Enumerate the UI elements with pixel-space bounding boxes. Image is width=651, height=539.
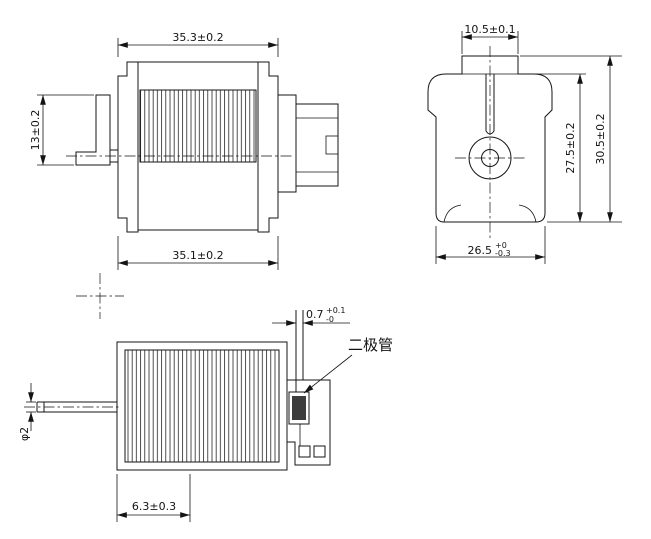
diode-chip <box>292 396 306 420</box>
coil-section-hatch <box>124 349 280 463</box>
diode-label: 二极管 <box>348 336 393 354</box>
dim-lead-tol-up: +0.1 <box>326 306 345 315</box>
diode-leader-line <box>303 354 353 394</box>
origin-crosshair <box>76 273 124 319</box>
connector-block <box>295 103 339 187</box>
view-side <box>66 61 339 233</box>
dim-end-width: 26.5 +0 -0.3 <box>435 226 546 264</box>
dim-tab-width: 10.5±0.1 <box>461 23 519 54</box>
bore-inner-circle <box>481 149 499 167</box>
right-foot-bend <box>518 204 537 223</box>
terminal-pad-right <box>313 445 326 458</box>
dim-section-bottom: 6.3±0.3 <box>116 474 191 522</box>
dim-tab-width-text: 10.5±0.1 <box>464 23 515 36</box>
dim-rod-diameter-text: φ2 <box>18 427 31 441</box>
dim-lead-tol-dn: -0 <box>326 315 334 324</box>
dim-bracket-height-text: 13±0.2 <box>29 110 42 151</box>
connector-housing <box>287 379 331 466</box>
dim-lead: 0.7 +0.1 -0 <box>272 306 350 326</box>
dim-side-bottom: 35.1±0.2 <box>117 236 279 270</box>
dim-bracket-height: 13±0.2 <box>29 94 94 166</box>
dim-overall-height-text: 30.5±0.2 <box>594 113 607 164</box>
dim-side-bottom-text: 35.1±0.2 <box>172 249 223 262</box>
dim-side-top-text: 35.3±0.2 <box>172 31 223 44</box>
dim-side-top: 35.3±0.2 <box>117 31 279 57</box>
dim-end-width-text: 26.5 <box>468 244 493 257</box>
bore-outer-circle <box>468 136 512 180</box>
dim-section-bottom-text: 6.3±0.3 <box>132 500 176 513</box>
view-section <box>24 310 331 471</box>
dim-lead-text: 0.7 <box>306 308 324 321</box>
left-foot-bend <box>443 204 462 223</box>
dim-body-height-text: 27.5±0.2 <box>564 122 577 173</box>
diode-body <box>288 391 310 425</box>
coil-winding <box>139 89 257 163</box>
dim-end-width-tol-up: +0 <box>495 241 507 250</box>
plunger-bracket <box>75 94 111 166</box>
left-flange <box>117 61 139 233</box>
dim-overall-height: 30.5±0.2 <box>520 55 622 223</box>
dim-rod-diameter: φ2 <box>18 383 36 441</box>
dim-end-width-tol-dn: -0.3 <box>495 249 511 258</box>
view-end <box>427 46 553 240</box>
coil-body-outline <box>116 341 288 471</box>
terminal-pad-left <box>298 445 311 458</box>
diode-callout: 二极管 <box>303 336 393 394</box>
dim-body-height: 27.5±0.2 <box>536 73 622 223</box>
right-flange <box>257 61 279 233</box>
terminal-strip <box>277 94 297 193</box>
